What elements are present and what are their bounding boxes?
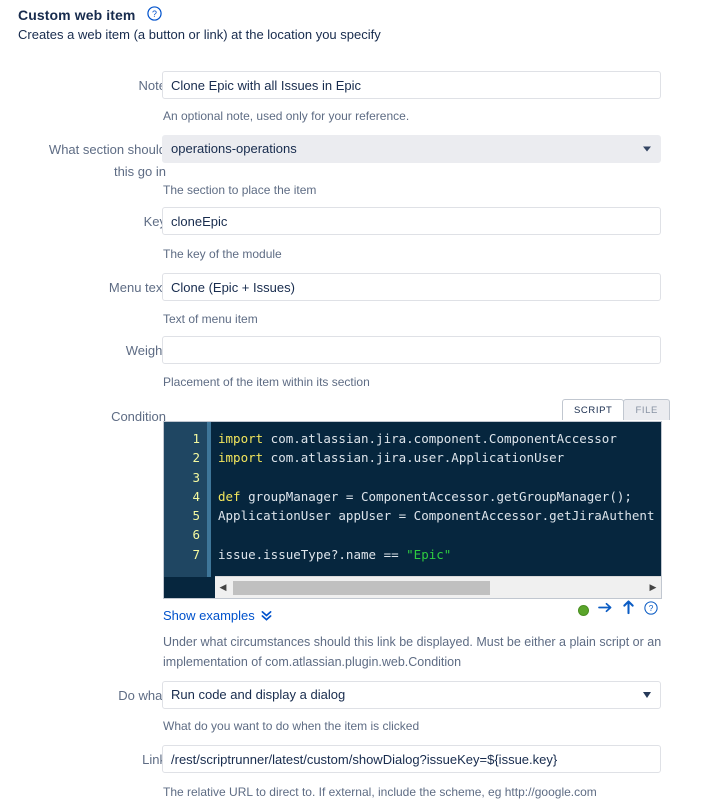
weight-hint: Placement of the item within its section	[163, 375, 370, 389]
do-what-label: Do what	[118, 688, 166, 703]
show-examples-link[interactable]: Show examples	[163, 608, 272, 623]
arrow-right-icon[interactable]	[598, 601, 613, 619]
link-hint: The relative URL to direct to. If extern…	[163, 785, 597, 799]
question-circle-icon[interactable]: ?	[147, 6, 162, 21]
chevron-down-icon	[643, 692, 651, 698]
menu-text-label: Menu text	[108, 280, 166, 295]
chevron-double-down-icon	[261, 609, 272, 624]
code-content[interactable]: import com.atlassian.jira.component.Comp…	[218, 431, 655, 562]
svg-text:?: ?	[152, 9, 157, 19]
scroll-left-arrow-icon[interactable]: ◀	[219, 582, 227, 592]
editor-tabs: SCRIPT FILE	[562, 399, 670, 420]
weight-input[interactable]	[162, 336, 661, 364]
chevron-down-icon	[643, 146, 651, 152]
section-label-line2: this go in	[113, 164, 166, 179]
note-label: Note	[138, 78, 166, 93]
page-subtitle: Creates a web item (a button or link) at…	[18, 27, 381, 42]
weight-label: Weight	[125, 343, 166, 358]
scrollbar-thumb[interactable]	[233, 580, 490, 595]
link-label: Link	[142, 752, 166, 767]
arrow-curve-up-icon[interactable]	[622, 600, 635, 620]
page-header: Custom web item ?	[18, 6, 162, 24]
do-what-hint: What do you want to do when the item is …	[163, 719, 420, 733]
scrollbar-track[interactable]	[231, 580, 645, 595]
section-select[interactable]: operations-operations	[162, 135, 661, 163]
key-hint: The key of the module	[163, 247, 282, 261]
do-what-select[interactable]: Run code and display a dialog	[162, 681, 661, 709]
tab-file[interactable]: FILE	[623, 399, 670, 420]
tab-script[interactable]: SCRIPT	[562, 399, 625, 420]
status-dot-green-icon[interactable]	[578, 604, 589, 616]
do-what-select-value: Run code and display a dialog	[162, 681, 661, 709]
key-label: Key	[143, 214, 166, 229]
question-circle-icon[interactable]: ?	[644, 600, 658, 620]
scroll-right-arrow-icon[interactable]: ▶	[649, 582, 657, 592]
menu-text-hint: Text of menu item	[163, 312, 258, 326]
svg-text:?: ?	[649, 603, 654, 613]
key-input[interactable]	[162, 207, 661, 235]
note-input[interactable]	[162, 71, 661, 99]
condition-hint: Under what circumstances should this lin…	[163, 635, 662, 669]
condition-label: Condition	[111, 409, 166, 424]
editor-horizontal-scrollbar[interactable]: ◀ ▶	[215, 576, 661, 598]
show-examples-label: Show examples	[163, 608, 255, 623]
note-hint: An optional note, used only for your ref…	[163, 109, 410, 123]
page-title: Custom web item	[18, 6, 136, 23]
link-input[interactable]	[162, 745, 661, 773]
editor-status-icons: ?	[578, 600, 658, 620]
section-hint: The section to place the item	[163, 183, 317, 197]
menu-text-input[interactable]	[162, 273, 661, 301]
section-select-value: operations-operations	[162, 135, 661, 163]
section-label: What section should this go in	[0, 139, 166, 183]
section-label-line1: What section should	[48, 142, 166, 157]
